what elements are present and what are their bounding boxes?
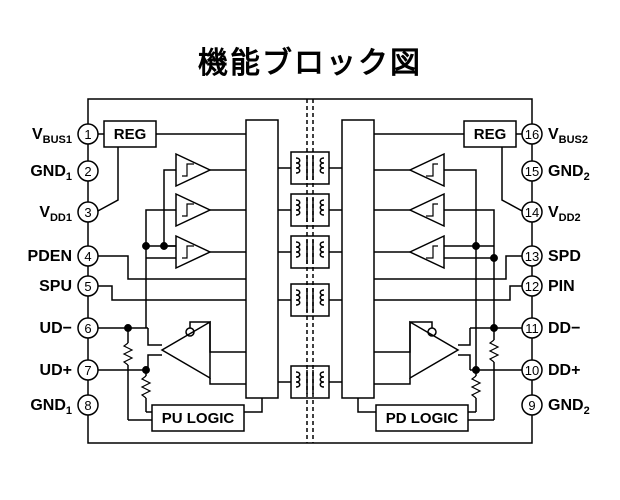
pin-label-pin: PIN <box>548 278 575 295</box>
pin-label-gnd2-b: GND2 <box>548 397 590 417</box>
pu-logic-label: PU LOGIC <box>162 410 235 427</box>
right-logic-bar <box>341 119 375 399</box>
input-buffer-left-1 <box>175 152 212 188</box>
pin-number: 8 <box>84 398 91 413</box>
chip-outline <box>87 98 533 444</box>
left-pin-circles <box>77 123 99 416</box>
pin-label-spd: SPD <box>548 248 581 265</box>
pin-number: 5 <box>84 279 91 294</box>
driver-right <box>409 320 460 380</box>
pin-number: 11 <box>525 321 539 336</box>
pin-label-gnd1-b: GND1 <box>30 397 72 417</box>
pin-label-dd-plus: DD+ <box>548 362 580 379</box>
pin-label-gnd1: GND1 <box>30 163 72 183</box>
left-pin-labels: 1 2 3 4 5 6 7 8 VBUS1 GND1 VDD1 PDEN SPU… <box>28 126 92 417</box>
pin-number: 10 <box>525 363 539 378</box>
right-pin-labels: 16 15 14 13 12 11 10 9 VBUS2 GND2 VDD2 S… <box>525 126 590 417</box>
pin-label-vdd2: VDD2 <box>548 204 581 224</box>
pin-number: 16 <box>525 127 539 142</box>
pd-logic-label: PD LOGIC <box>386 410 459 427</box>
page-title: 機能ブロック図 <box>198 46 422 81</box>
pin-label-ud-minus: UD− <box>40 320 72 337</box>
pin-label-vbus2: VBUS2 <box>548 126 588 146</box>
pin-label-gnd2: GND2 <box>548 163 590 183</box>
reg-left-label: REG <box>114 126 147 143</box>
input-buffer-left-3 <box>175 234 212 270</box>
transformer-1 <box>290 151 330 185</box>
pin-number: 4 <box>84 249 91 264</box>
pin-label-vbus1: VBUS1 <box>32 126 72 146</box>
transformer-5 <box>290 365 330 399</box>
pin-label-ud-plus: UD+ <box>40 362 72 379</box>
pin-number: 14 <box>525 205 539 220</box>
pin-number: 9 <box>528 398 535 413</box>
pin-number: 13 <box>525 249 539 264</box>
driver-left <box>160 320 211 380</box>
pd-logic-box <box>375 404 469 432</box>
pin-number: 15 <box>525 164 539 179</box>
pin-label-spu: SPU <box>39 278 72 295</box>
input-buffer-left-2 <box>175 192 212 228</box>
pin-number: 6 <box>84 321 91 336</box>
pin-label-dd-minus: DD− <box>548 320 580 337</box>
transformer-4 <box>290 283 330 317</box>
pin-number: 2 <box>84 164 91 179</box>
left-logic-bar <box>245 119 279 399</box>
reg-right-label: REG <box>474 126 507 143</box>
pin-label-vdd1: VDD1 <box>39 204 72 224</box>
output-buffer-right-3 <box>408 234 445 270</box>
pin-label-pden: PDEN <box>28 248 72 265</box>
output-buffer-right-2 <box>408 192 445 228</box>
pin-number: 1 <box>84 127 91 142</box>
output-buffer-right-1 <box>408 152 445 188</box>
right-pin-circles <box>521 123 543 416</box>
transformer-3 <box>290 235 330 269</box>
pin-number: 3 <box>84 205 91 220</box>
pu-logic-box <box>151 404 245 432</box>
pin-number: 12 <box>525 279 539 294</box>
transformer-2 <box>290 193 330 227</box>
pin-number: 7 <box>84 363 91 378</box>
